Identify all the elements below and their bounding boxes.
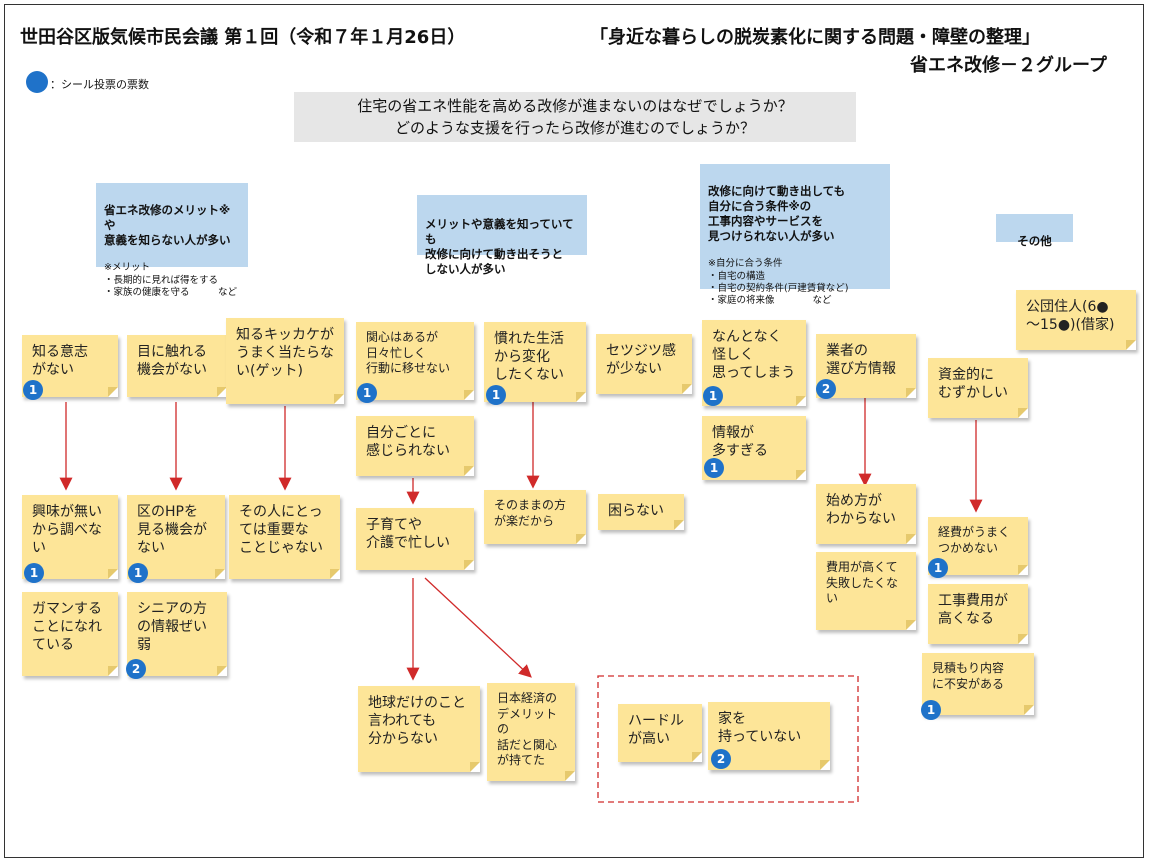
note-text: 費用が高くて 失敗したくな い xyxy=(826,560,899,606)
category-not-taking-action: メリットや意義を知っていても 改修に向けて動き出そうと しない人が多い xyxy=(417,195,587,276)
note-costly-fear-failure: 費用が高くて 失敗したくな い xyxy=(816,552,916,630)
category-cannot-find-conditions: 改修に向けて動き出しても 自分に合う条件※の 工事内容やサービスを 見つけられな… xyxy=(700,164,890,306)
vote-dot-icon: 2 xyxy=(126,659,146,679)
note-text: 慣れた生活 から変化 したくない xyxy=(494,331,564,384)
note-busy-childcare-nursing: 子育てや 介護で忙しい xyxy=(356,508,474,570)
category-heading: メリットや意義を知っていても 改修に向けて動き出そうと しない人が多い xyxy=(425,217,574,277)
note-text: シニアの方 の情報ぜい 弱 xyxy=(137,601,207,654)
note-text: 自分ごとに 感じられない xyxy=(366,425,450,460)
note-used-to-enduring: ガマンする ことになれ ている xyxy=(22,592,118,676)
note-text: 業者の 選び方情報 xyxy=(826,343,896,378)
note-only-earth-not-understand: 地球だけのこと 言われても 分からない xyxy=(358,686,480,772)
note-text: セツジツ感 が少ない xyxy=(606,343,676,378)
note-text: 興味が無い から調べな い xyxy=(32,504,102,557)
note-estimate-anxiety: 見積もり内容 に不安がある xyxy=(922,653,1034,715)
note-not-own-matter: 自分ごとに 感じられない xyxy=(356,416,474,476)
note-seniors-information-weak: シニアの方 の情報ぜい 弱 xyxy=(127,592,227,676)
note-too-much-information: 情報が 多すぎる xyxy=(702,416,806,480)
note-text: 困らない xyxy=(608,503,664,519)
note-text: なんとなく 怪しく 思ってしまう xyxy=(712,329,796,382)
note-text: 見積もり内容 に不安がある xyxy=(932,661,1005,691)
arrow-n11-to-n13 xyxy=(424,577,532,678)
vote-dot-icon: 1 xyxy=(486,385,506,405)
category-note: ※メリット ・長期的に見れば得をする ・家族の健康を守る など xyxy=(104,262,238,299)
note-text: 情報が 多すぎる xyxy=(712,425,768,460)
note-lack-of-urgency: セツジツ感 が少ない xyxy=(596,334,692,394)
category-heading: 省エネ改修のメリット※や 意義を知らない人が多い xyxy=(104,203,231,248)
note-no-chance-to-see: 目に触れる 機会がない xyxy=(127,335,227,397)
category-heading: 改修に向けて動き出しても 自分に合う条件※の 工事内容やサービスを 見つけられな… xyxy=(708,184,846,244)
note-japan-economy-interest: 日本経済の デメリットの 話だと関心 が持てた xyxy=(487,683,575,781)
note-no-trigger-to-know: 知るキッカケが うまく当たらな い(ゲット) xyxy=(226,318,344,404)
note-text: 工事費用が 高くなる xyxy=(938,593,1008,628)
legend-text: ：シール投票の票数 xyxy=(50,78,149,91)
category-other: その他 xyxy=(996,214,1073,248)
page-title: 世田谷区版気候市民会議 第１回（令和７年１月26日） xyxy=(20,27,466,48)
note-busy-cannot-act: 関心はあるが 日々忙しく 行動に移せない xyxy=(356,322,474,400)
group-title: 省エネ改修－２グループ xyxy=(910,55,1107,76)
note-text: 公団住人(6● ～15●)(借家) xyxy=(1026,299,1115,334)
vote-dot-icon: 1 xyxy=(921,700,941,720)
note-text: 経費がうまく つかめない xyxy=(938,525,1011,555)
note-text: その人にとっ ては重要な ことじゃない xyxy=(239,504,323,557)
category-heading: その他 xyxy=(1017,234,1052,249)
note-public-housing-resident: 公団住人(6● ～15●)(借家) xyxy=(1016,290,1136,350)
dashed-group-box xyxy=(597,675,859,803)
vote-dot-icon: 1 xyxy=(357,383,377,403)
note-do-not-know-how-to-start: 始め方が わからない xyxy=(816,484,916,544)
note-text: 家を 持っていない xyxy=(718,711,802,746)
note-construction-cost-high: 工事費用が 高くなる xyxy=(928,584,1028,644)
note-text: 目に触れる 機会がない xyxy=(137,344,207,379)
question-line-1: 住宅の省エネ性能を高める改修が進まないのはなぜでしょうか？ xyxy=(357,97,793,115)
vote-dot-icon: 1 xyxy=(928,558,948,578)
vote-dot-icon: 1 xyxy=(703,386,723,406)
theme-title: 「身近な暮らしの脱炭素化に関する問題・障壁の整理」 xyxy=(590,27,1040,48)
vote-dot-icon: 1 xyxy=(128,563,148,583)
note-easier-as-is: そのままの方 が楽だから xyxy=(484,490,586,544)
note-no-trouble: 困らない xyxy=(598,494,684,530)
vote-dot-icon: 1 xyxy=(704,458,724,478)
note-text: 関心はあるが 日々忙しく 行動に移せない xyxy=(366,330,451,376)
note-text: ハードル が高い xyxy=(628,713,684,748)
note-text: 始め方が わからない xyxy=(826,493,896,528)
note-text: ガマンする ことになれ ている xyxy=(32,601,102,654)
note-financially-difficult: 資金的に むずかしい xyxy=(928,358,1028,418)
note-text: 子育てや 介護で忙しい xyxy=(366,517,450,552)
legend-vote-dot-icon xyxy=(26,71,48,93)
vote-dot-icon: 1 xyxy=(24,563,44,583)
central-question: 住宅の省エネ性能を高める改修が進まないのはなぜでしょうか？ どのような支援を行っ… xyxy=(294,92,856,142)
vote-dot-icon: 1 xyxy=(23,380,43,400)
note-text: 区のHPを 見る機会が ない xyxy=(137,504,207,557)
note-text: 資金的に むずかしい xyxy=(938,367,1008,402)
note-high-hurdle: ハードル が高い xyxy=(618,704,702,762)
note-not-important-for-them: その人にとっ ては重要な ことじゃない xyxy=(229,495,340,579)
note-text: 知るキッカケが うまく当たらな い(ゲット) xyxy=(236,327,334,380)
note-text: 地球だけのこと 言われても 分からない xyxy=(368,695,466,748)
note-text: 日本経済の デメリットの 話だと関心 が持てた xyxy=(497,691,558,768)
note-text: 知る意志 がない xyxy=(32,344,88,379)
note-text: そのままの方 が楽だから xyxy=(494,498,567,528)
vote-dot-icon: 2 xyxy=(711,749,731,769)
category-unaware-of-merits: 省エネ改修のメリット※や 意義を知らない人が多い ※メリット ・長期的に見れば得… xyxy=(96,183,248,298)
question-line-2: どのような支援を行ったら改修が進むのでしょうか？ xyxy=(394,119,755,137)
vote-dot-icon: 2 xyxy=(816,379,836,399)
category-note: ※自分に合う条件 ・自宅の構造 ・自宅の契約条件(戸建賃貸など) ・家庭の将来像… xyxy=(708,258,849,307)
